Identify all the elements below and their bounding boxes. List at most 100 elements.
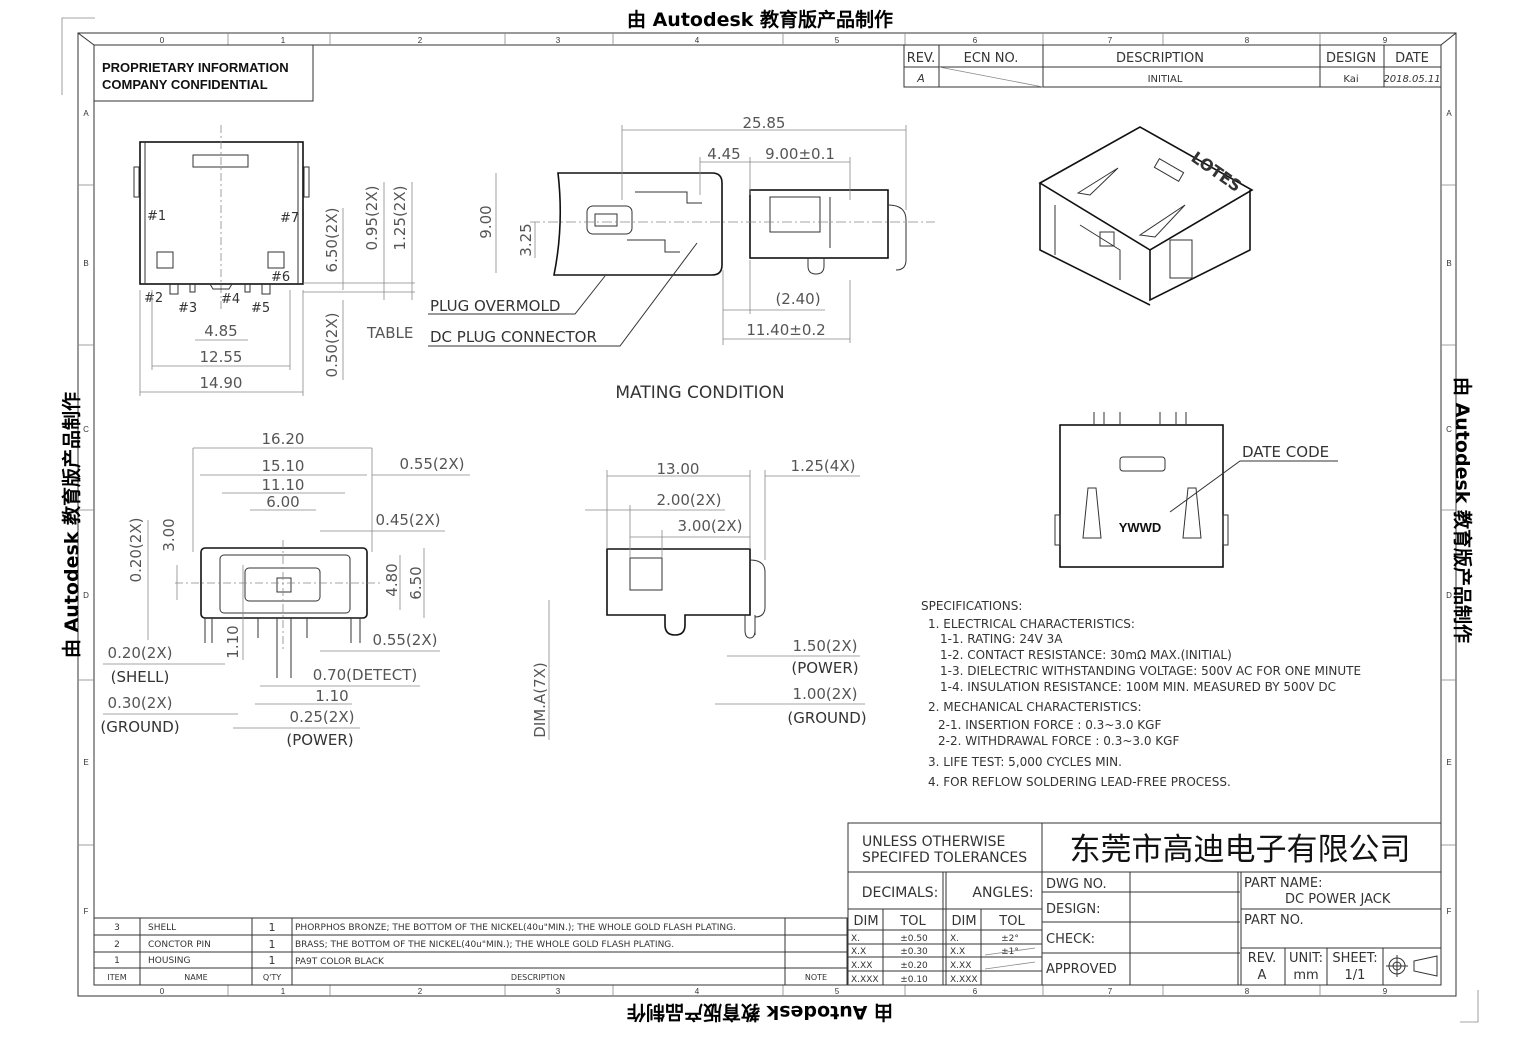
svg-text:X.XX: X.XX: [950, 961, 971, 971]
svg-text:A: A: [916, 72, 925, 85]
svg-text:3.00(2X): 3.00(2X): [678, 517, 743, 535]
svg-text:4: 4: [695, 36, 700, 45]
svg-text:0.25(2X): 0.25(2X): [290, 708, 355, 726]
svg-text:UNLESS OTHERWISE: UNLESS OTHERWISE: [862, 834, 1005, 850]
svg-text:7: 7: [1108, 987, 1113, 996]
svg-text:3.00: 3.00: [160, 518, 178, 551]
bom-table: 3 SHELL 1 PHORPHOS BRONZE; THE BOTTOM OF…: [93, 917, 848, 986]
svg-text:1. ELECTRICAL CHARACTERISTICS:: 1. ELECTRICAL CHARACTERISTICS:: [928, 617, 1135, 631]
svg-text:X.XX: X.XX: [851, 961, 872, 971]
svg-text:SPECIFICATIONS:: SPECIFICATIONS:: [921, 599, 1022, 613]
svg-text:#6: #6: [271, 270, 290, 285]
svg-text:F: F: [1447, 907, 1452, 916]
svg-text:6.00: 6.00: [266, 493, 299, 511]
svg-text:0: 0: [160, 36, 165, 45]
svg-text:±1°: ±1°: [1001, 947, 1019, 957]
svg-text:SPECIFED TOLERANCES: SPECIFED TOLERANCES: [862, 850, 1027, 866]
svg-text:1.25(2X): 1.25(2X): [391, 186, 409, 251]
svg-text:±0.20: ±0.20: [900, 961, 928, 971]
svg-text:CHECK:: CHECK:: [1046, 932, 1095, 947]
svg-text:2018.05.11: 2018.05.11: [1383, 74, 1440, 85]
svg-text:9: 9: [1383, 987, 1388, 996]
top-view: #1 #2 #3 #4 #5 #6 #7 4.85 12.55 14.90 6.…: [133, 125, 415, 396]
svg-text:APPROVED: APPROVED: [1046, 962, 1117, 977]
svg-text:6: 6: [973, 36, 978, 45]
svg-text:#3: #3: [178, 301, 197, 316]
svg-text:NOTE: NOTE: [805, 973, 827, 982]
svg-text:X.X: X.X: [851, 947, 866, 957]
svg-text:0.55(2X): 0.55(2X): [373, 631, 438, 649]
svg-text:PROPRIETARY INFORMATION: PROPRIETARY INFORMATION: [102, 60, 289, 75]
svg-text:DATE: DATE: [1395, 51, 1429, 66]
svg-text:X.: X.: [851, 934, 860, 944]
svg-text:INITIAL: INITIAL: [1148, 74, 1183, 85]
svg-text:HOUSING: HOUSING: [148, 956, 191, 966]
svg-text:(POWER): (POWER): [286, 731, 353, 749]
svg-text:F: F: [84, 907, 89, 916]
svg-text:1: 1: [281, 36, 286, 45]
svg-text:ITEM: ITEM: [107, 973, 126, 982]
svg-text:DC POWER JACK: DC POWER JACK: [1285, 892, 1391, 907]
svg-text:A: A: [83, 109, 89, 118]
svg-text:E: E: [83, 758, 88, 767]
row-zones: A B C D E F A B C D E F: [78, 109, 1456, 916]
svg-text:6.50: 6.50: [407, 566, 425, 599]
svg-text:#7: #7: [280, 211, 299, 226]
watermark-right: 由 Autodesk 教育版产品制作: [1451, 377, 1474, 643]
side-view: 13.00 1.25(4X) 2.00(2X) 3.00(2X) DIM.A(7…: [531, 457, 867, 740]
watermark-left: 由 Autodesk 教育版产品制作: [60, 392, 83, 658]
svg-text:1-2. CONTACT RESISTANCE: 30mΩ: 1-2. CONTACT RESISTANCE: 30mΩ MAX.(INITI…: [940, 648, 1232, 662]
svg-text:0.50(2X): 0.50(2X): [323, 313, 341, 378]
svg-text:0: 0: [160, 987, 165, 996]
svg-text:B: B: [1446, 259, 1451, 268]
svg-text:Kai: Kai: [1343, 74, 1358, 85]
isometric-view: LOTES: [1038, 126, 1254, 306]
svg-text:0.95(2X): 0.95(2X): [363, 186, 381, 251]
svg-text:SHEET:: SHEET:: [1332, 951, 1377, 966]
svg-text:1/1: 1/1: [1345, 968, 1366, 983]
svg-text:±0.30: ±0.30: [900, 947, 928, 957]
mating-condition-title: MATING CONDITION: [615, 383, 784, 403]
svg-text:2-2. WITHDRAWAL FORCE : 0.3~3.: 2-2. WITHDRAWAL FORCE : 0.3~3.0 KGF: [938, 734, 1179, 748]
svg-text:TABLE: TABLE: [366, 324, 413, 342]
revision-table: REV. ECN NO. DESCRIPTION DESIGN DATE A I…: [903, 44, 1442, 88]
corner-mark: [61, 17, 95, 95]
svg-text:0.45(2X): 0.45(2X): [376, 511, 441, 529]
watermark-bottom: 由 Autodesk 教育版产品制作: [627, 1001, 893, 1024]
svg-text:YWWD: YWWD: [1119, 520, 1162, 535]
svg-text:DESCRIPTION: DESCRIPTION: [511, 973, 565, 982]
bottom-view: YWWD DATE CODE: [1054, 412, 1338, 568]
svg-text:SHELL: SHELL: [148, 923, 176, 933]
svg-text:1: 1: [281, 987, 286, 996]
svg-text:2: 2: [418, 36, 423, 45]
svg-text:CONCTOR PIN: CONCTOR PIN: [148, 940, 211, 950]
svg-text:11.10: 11.10: [262, 476, 305, 494]
svg-text:(GROUND): (GROUND): [100, 718, 179, 736]
svg-text:0.70(DETECT): 0.70(DETECT): [313, 666, 417, 684]
svg-text:3.25: 3.25: [517, 223, 535, 256]
mating-view: 25.85 4.45 9.00±0.1 9.00 3.25 (2.40) 11.…: [428, 114, 935, 403]
svg-text:1.10: 1.10: [315, 687, 348, 705]
svg-text:3. LIFE TEST: 5,000 CYCLES MIN: 3. LIFE TEST: 5,000 CYCLES MIN.: [928, 755, 1122, 769]
svg-text:4.80: 4.80: [383, 563, 401, 596]
svg-text:4.85: 4.85: [204, 322, 237, 340]
svg-text:1.25(4X): 1.25(4X): [791, 457, 856, 475]
svg-text:7: 7: [1108, 36, 1113, 45]
svg-text:1-3. DIELECTRIC WITHSTANDING V: 1-3. DIELECTRIC WITHSTANDING VOLTAGE: 50…: [940, 664, 1361, 678]
svg-text:X.XXX: X.XXX: [851, 975, 879, 985]
svg-text:4. FOR REFLOW SOLDERING LEAD-F: 4. FOR REFLOW SOLDERING LEAD-FREE PROCES…: [928, 775, 1231, 789]
projection-symbol-icon: [1386, 955, 1438, 977]
svg-text:16.20: 16.20: [262, 430, 305, 448]
company-name: 东莞市高迪电子有限公司: [1070, 832, 1411, 868]
svg-text:2: 2: [114, 940, 120, 950]
svg-text:D: D: [83, 591, 89, 600]
svg-text:REV.: REV.: [1248, 951, 1277, 966]
svg-text:PART NO.: PART NO.: [1244, 913, 1304, 928]
svg-text:DIM.A(7X): DIM.A(7X): [531, 662, 549, 737]
svg-text:0.55(2X): 0.55(2X): [400, 455, 465, 473]
svg-text:TOL: TOL: [998, 914, 1025, 929]
svg-text:4: 4: [695, 987, 700, 996]
svg-text:PHORPHOS BRONZE; THE BOTTOM OF: PHORPHOS BRONZE; THE BOTTOM OF THE NICKE…: [295, 923, 736, 933]
svg-text:4.45: 4.45: [707, 145, 740, 163]
